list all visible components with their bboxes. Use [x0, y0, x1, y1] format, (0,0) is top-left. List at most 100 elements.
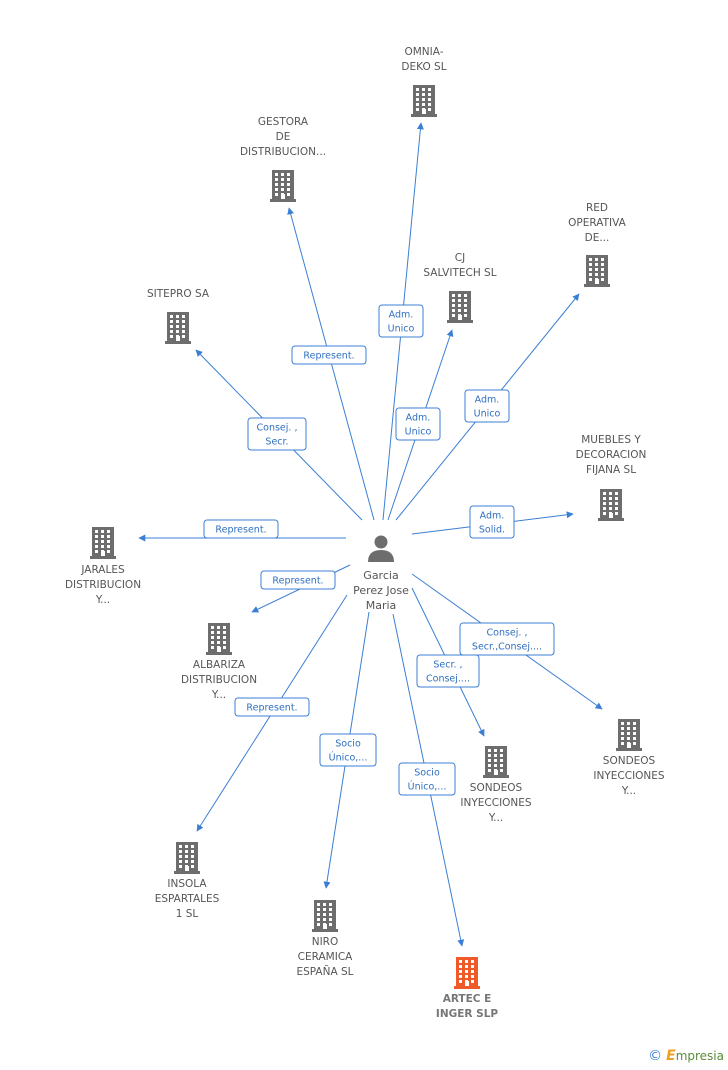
node-label-line: FIJANA SL	[586, 464, 636, 476]
building-icon[interactable]	[411, 85, 437, 117]
company-node-red[interactable]: REDOPERATIVADE...	[568, 202, 627, 287]
node-label-line: CERAMICA	[298, 951, 354, 963]
edge-label-text: Adm.	[406, 413, 431, 424]
nodes-layer: OMNIA-DEKO SLGESTORADEDISTRIBUCION...RED…	[65, 46, 665, 1020]
node-label-line: GESTORA	[258, 116, 309, 128]
copyright-symbol: ©	[648, 1048, 663, 1064]
edge-label-text: Adm.	[480, 511, 505, 522]
node-label-line: DISTRIBUCION	[181, 674, 257, 686]
edge-label-text: Adm.	[389, 310, 414, 321]
company-node-sondeos1[interactable]: SONDEOS INYECCIONES Y...	[460, 746, 532, 824]
person-icon[interactable]	[368, 535, 394, 563]
edge-label-text: Represent.	[303, 351, 354, 362]
node-label-line: Y...	[621, 785, 636, 797]
brand-initial: E	[666, 1048, 676, 1064]
company-node-omnia[interactable]: OMNIA-DEKO SL	[401, 46, 447, 117]
edge-artec[interactable]: SocioÚnico,...	[392, 613, 465, 947]
company-node-sondeos2[interactable]: SONDEOSINYECCIONESY...	[593, 719, 665, 797]
edge-label-box[interactable]	[398, 762, 456, 796]
edge-label-box[interactable]	[395, 407, 441, 441]
building-icon[interactable]	[312, 900, 338, 932]
edge-label-box[interactable]	[203, 519, 279, 539]
edge-label-text: Consej....	[426, 674, 470, 685]
edge-cj[interactable]: Adm. Unico	[387, 329, 454, 521]
building-icon[interactable]	[598, 489, 624, 521]
edge-sitepro[interactable]: Consej. ,Secr.	[195, 349, 363, 521]
edge-label-box[interactable]	[416, 654, 480, 688]
edge-muebles[interactable]: Adm.Solid.	[411, 505, 574, 539]
node-label-line: INYECCIONES	[593, 770, 665, 782]
edge-label-text: Único,...	[408, 781, 447, 793]
edge-label-text: Represent.	[215, 525, 266, 536]
node-label-line: SALVITECH SL	[423, 267, 496, 279]
edge-albariza[interactable]: Represent.	[251, 564, 351, 613]
edge-omnia[interactable]: Adm. Unico	[378, 122, 424, 521]
node-label-line: OPERATIVA	[568, 217, 626, 229]
edge-label-box[interactable]	[291, 345, 367, 365]
building-icon[interactable]	[165, 312, 191, 344]
edge-label-text: Socio	[335, 739, 361, 750]
node-label-line: INSOLA	[167, 878, 207, 890]
edges-layer: Adm.UnicoRepresent.Adm.UnicoAdm.UnicoCon…	[138, 122, 603, 947]
company-node-albariza[interactable]: ALBARIZADISTRIBUCIONY...	[181, 623, 257, 701]
building-icon[interactable]	[483, 746, 509, 778]
node-label-line: ESPARTALES	[155, 893, 220, 905]
edge-sondeos2[interactable]: Consej. ,Secr.,Consej....	[411, 573, 603, 710]
node-label-line: DISTRIBUCION...	[240, 146, 326, 158]
node-label-line: NIRO	[312, 936, 339, 948]
edge-label-text: Consej. ,	[257, 423, 298, 434]
node-label-line: INYECCIONES	[460, 797, 532, 809]
edge-gestora[interactable]: Represent.	[287, 207, 375, 521]
company-node-muebles[interactable]: MUEBLES Y DECORACION FIJANA SL	[576, 434, 647, 521]
edge-label-box[interactable]	[319, 733, 377, 767]
edge-label-box[interactable]	[247, 417, 307, 451]
company-node-gestora[interactable]: GESTORA DE DISTRIBUCION...	[240, 116, 326, 202]
edge-label-text: Represent.	[246, 703, 297, 714]
edge-label-box[interactable]	[260, 570, 336, 590]
node-label-line: Garcia	[363, 569, 398, 582]
edge-sondeos1[interactable]: Secr. ,Consej....	[411, 587, 485, 737]
node-label-line: DE...	[585, 232, 610, 244]
edge-insola[interactable]: Represent.	[196, 594, 348, 832]
building-icon[interactable]	[90, 527, 116, 559]
edge-label-text: Unico	[474, 409, 501, 420]
brand-watermark: ©Empresia	[648, 1048, 724, 1064]
company-node-jarales[interactable]: JARALESDISTRIBUCIONY...	[65, 527, 141, 606]
edge-label-box[interactable]	[469, 505, 515, 539]
company-node-sitepro[interactable]: SITEPRO SA	[147, 288, 210, 344]
edge-niro[interactable]: SocioÚnico,...	[319, 611, 377, 889]
node-label-line: Y...	[488, 812, 503, 824]
node-label-line: ESPAÑA SL	[296, 965, 353, 978]
node-label-line: DE	[276, 131, 291, 143]
edge-label-text: Unico	[388, 324, 415, 335]
node-label-line: SONDEOS	[470, 782, 523, 794]
building-icon[interactable]	[270, 170, 296, 202]
edge-label-box[interactable]	[464, 389, 510, 423]
edge-label-box[interactable]	[459, 622, 555, 656]
node-label-line: INGER SLP	[436, 1008, 498, 1020]
edge-label-text: Unico	[405, 427, 432, 438]
company-node-cj[interactable]: CJ SALVITECH SL	[423, 252, 497, 323]
edge-label-text: Secr.,Consej....	[472, 642, 542, 653]
edge-red[interactable]: Adm. Unico	[395, 293, 580, 521]
node-label-line: DEKO SL	[401, 61, 446, 73]
building-icon[interactable]	[206, 623, 232, 655]
edge-label-text: Represent.	[272, 576, 323, 587]
building-icon[interactable]	[584, 255, 610, 287]
company-node-niro[interactable]: NIRO CERAMICA ESPAÑA SL	[296, 900, 354, 978]
node-label-line: Y...	[95, 594, 110, 606]
node-label-line: MUEBLES Y	[581, 434, 641, 446]
node-label-line: DECORACION	[576, 449, 647, 461]
building-icon[interactable]	[454, 957, 480, 989]
building-icon[interactable]	[447, 291, 473, 323]
edge-jarales[interactable]: Represent.	[138, 519, 346, 542]
building-icon[interactable]	[174, 842, 200, 874]
building-icon[interactable]	[616, 719, 642, 751]
node-label-line: CJ	[455, 252, 465, 264]
edge-label-box[interactable]	[378, 304, 424, 338]
edge-label-box[interactable]	[234, 697, 310, 717]
